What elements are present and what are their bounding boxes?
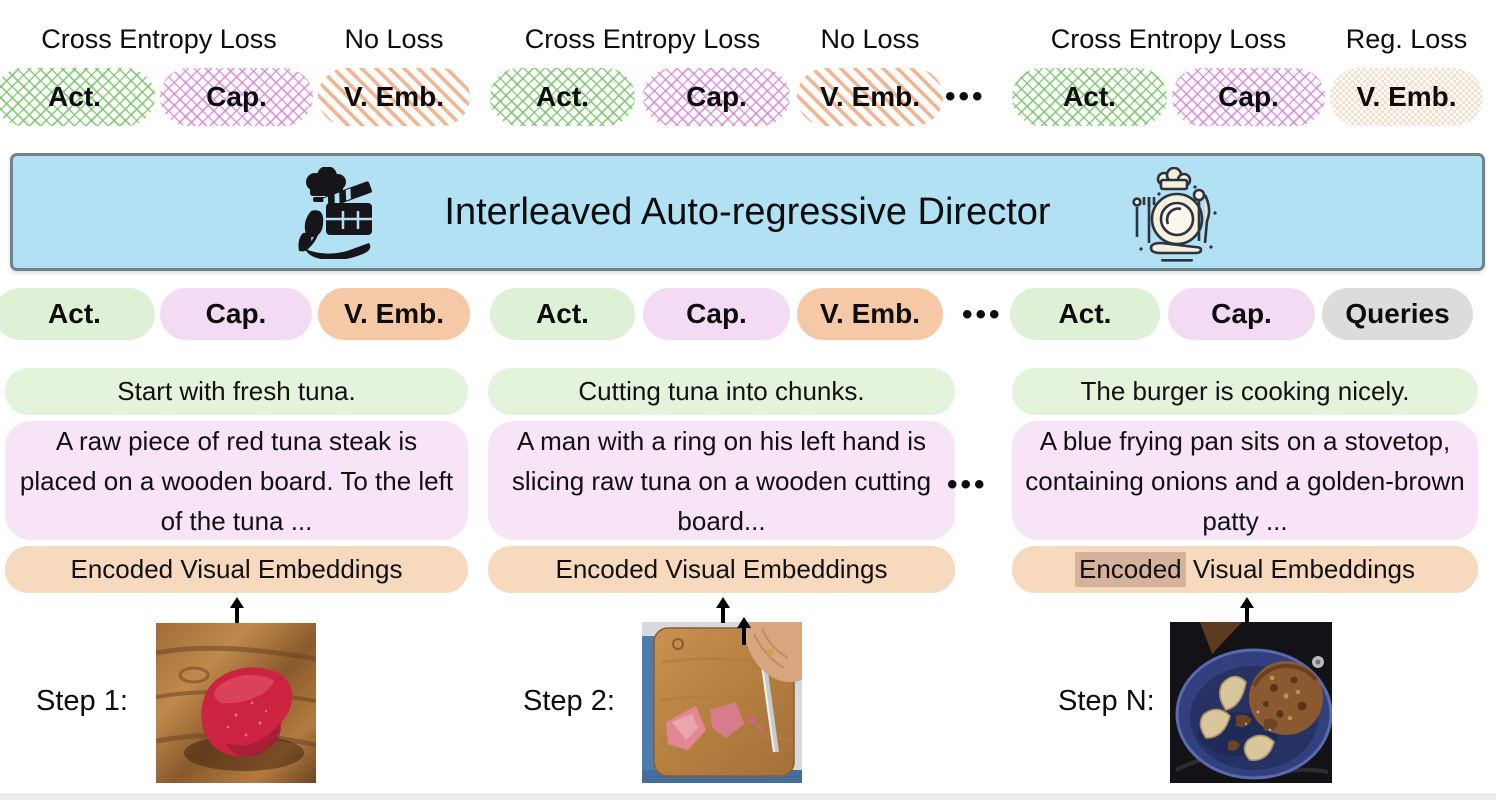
step-label-2: Step 2: [523,685,615,717]
token-pill-vemb-1: V. Emb. [318,288,470,340]
embedding-box-step2: Encoded Visual Embeddings [488,546,955,593]
action-box-stepN: The burger is cooking nicely. [1012,368,1478,415]
ellipsis-tokens: ••• [962,298,1003,331]
token-pill-act-n: Act. [1010,288,1160,340]
token-pill-queries: Queries [1322,288,1473,340]
token-pill-cap-1: Cap. [160,288,312,340]
director-title: Interleaved Auto-regressive Director [444,190,1051,233]
embedding-label-rest: Visual Embeddings [1192,554,1415,584]
highlighted-word: Encoded [1075,552,1186,587]
output-pill-act-1: Act. [0,68,155,126]
token-pill-act-1: Act. [0,288,155,340]
caption-box-step1: A raw piece of red tuna steak is placed … [5,421,468,540]
token-pill-cap-n: Cap. [1168,288,1315,340]
loss-label-ce-3: Cross Entropy Loss [1050,24,1287,54]
arrow-up-stepN [1239,597,1255,623]
output-pill-vemb-1: V. Emb. [318,68,470,126]
token-pill-cap-2: Cap. [643,288,790,340]
step-label-N: Step N: [1058,685,1155,717]
caption-box-step2: A man with a ring on his left hand is sl… [488,421,955,540]
photo-step1-tuna-steak [156,623,316,783]
dinner-plate-icon [1132,167,1217,262]
step-label-1: Step 1: [36,685,128,717]
embedding-box-stepN: Encoded Visual Embeddings [1012,546,1478,593]
ellipsis-captions: ••• [947,468,988,501]
token-pill-act-2: Act. [490,288,635,340]
output-pill-cap-n: Cap. [1172,68,1325,126]
arrow-up-step1 [229,597,245,623]
loss-label-regloss: Reg. Loss [1345,24,1468,54]
loss-label-noloss-1: No Loss [344,24,444,54]
token-pill-vemb-2: V. Emb. [797,288,943,340]
arrow-up-step2-a [715,597,731,623]
photo-step2-slicing-tuna [642,622,802,783]
embedding-box-step1: Encoded Visual Embeddings [5,546,468,593]
ellipsis-outputs: ••• [945,80,986,113]
chef-clapperboard-icon [298,167,372,259]
photo-stepN-frying-pan [1170,622,1332,783]
action-box-step2: Cutting tuna into chunks. [488,368,955,415]
action-box-step1: Start with fresh tuna. [5,368,468,415]
output-pill-act-2: Act. [490,68,635,126]
output-pill-cap-1: Cap. [160,68,313,126]
loss-label-ce-1: Cross Entropy Loss [41,24,277,54]
output-pill-vemb-n: V. Emb. [1330,68,1483,126]
output-pill-vemb-2: V. Emb. [797,68,943,126]
director-bar: Interleaved Auto-regressive Director [10,153,1485,271]
bottom-edge [0,793,1496,800]
loss-label-noloss-2: No Loss [820,24,920,54]
output-pill-cap-2: Cap. [643,68,790,126]
caption-box-stepN: A blue frying pan sits on a stovetop, co… [1012,421,1478,540]
output-pill-act-n: Act. [1012,68,1167,126]
loss-label-ce-2: Cross Entropy Loss [524,24,761,54]
arrow-up-step2-b [736,617,752,645]
